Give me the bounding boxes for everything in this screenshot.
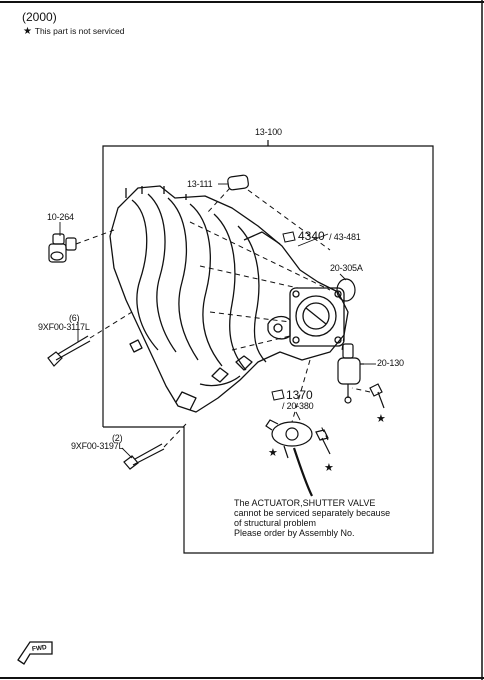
part-13-111-shape [227, 174, 249, 191]
service-note: The ACTUATOR,SHUTTER VALVE cannot be ser… [234, 498, 429, 538]
star-icon-screw-shutter: ★ [324, 462, 334, 474]
label-43-481: / 43-481 [329, 232, 361, 242]
fwd-arrow-icon [17, 641, 53, 665]
ref-arrow-1370 [271, 389, 285, 401]
legend-text: This part is not serviced [34, 26, 125, 36]
actuator-20-130 [337, 343, 364, 404]
label-4340-group: 4340 / 43-481 [298, 227, 361, 245]
star-icon: ★ [23, 26, 32, 37]
label-4340: 4340 [298, 229, 325, 243]
label-qty-2: (2) [112, 433, 123, 443]
label-10-264: 10-264 [47, 212, 74, 222]
assembly-frame [102, 140, 434, 554]
screw-shutter [315, 429, 331, 455]
star-icon-shutter-actuator: ★ [268, 447, 278, 459]
label-20-380: / 20-380 [282, 401, 314, 411]
label-9xf00-3117l: 9XF00-3117L [38, 322, 90, 332]
throttle-body [267, 287, 345, 347]
year-code: (2000) [22, 10, 57, 24]
gasket-20-305a [336, 278, 356, 302]
label-1370-group: 1370 [286, 386, 313, 404]
label-13-111: 13-111 [187, 179, 213, 189]
label-9xf00-3197l: 9XF00-3197L [71, 441, 124, 451]
dashed-leaders [75, 187, 371, 448]
label-20-305a: 20-305A [330, 263, 363, 273]
note-line-3: of structural problem [234, 518, 317, 528]
bolt-9xf00-3197l [123, 443, 165, 470]
note-line-1: The ACTUATOR,SHUTTER VALVE [234, 498, 376, 508]
ref-arrow-4340 [282, 231, 296, 243]
legend: ★ This part is not serviced [23, 26, 125, 37]
sensor-10-264 [48, 233, 77, 263]
note-line-2: cannot be serviced separately because [234, 508, 391, 518]
label-20-130: 20-130 [377, 358, 404, 368]
note-line-4: Please order by Assembly No. [234, 528, 355, 538]
star-icon-screw-actuator: ★ [376, 413, 386, 425]
label-1370: 1370 [286, 388, 313, 402]
label-13-100: 13-100 [255, 127, 282, 137]
bolt-9xf00-3117l [47, 335, 91, 367]
label-qty-6: (6) [69, 313, 80, 323]
screw-actuator [369, 383, 385, 409]
intake-manifold [109, 185, 349, 413]
